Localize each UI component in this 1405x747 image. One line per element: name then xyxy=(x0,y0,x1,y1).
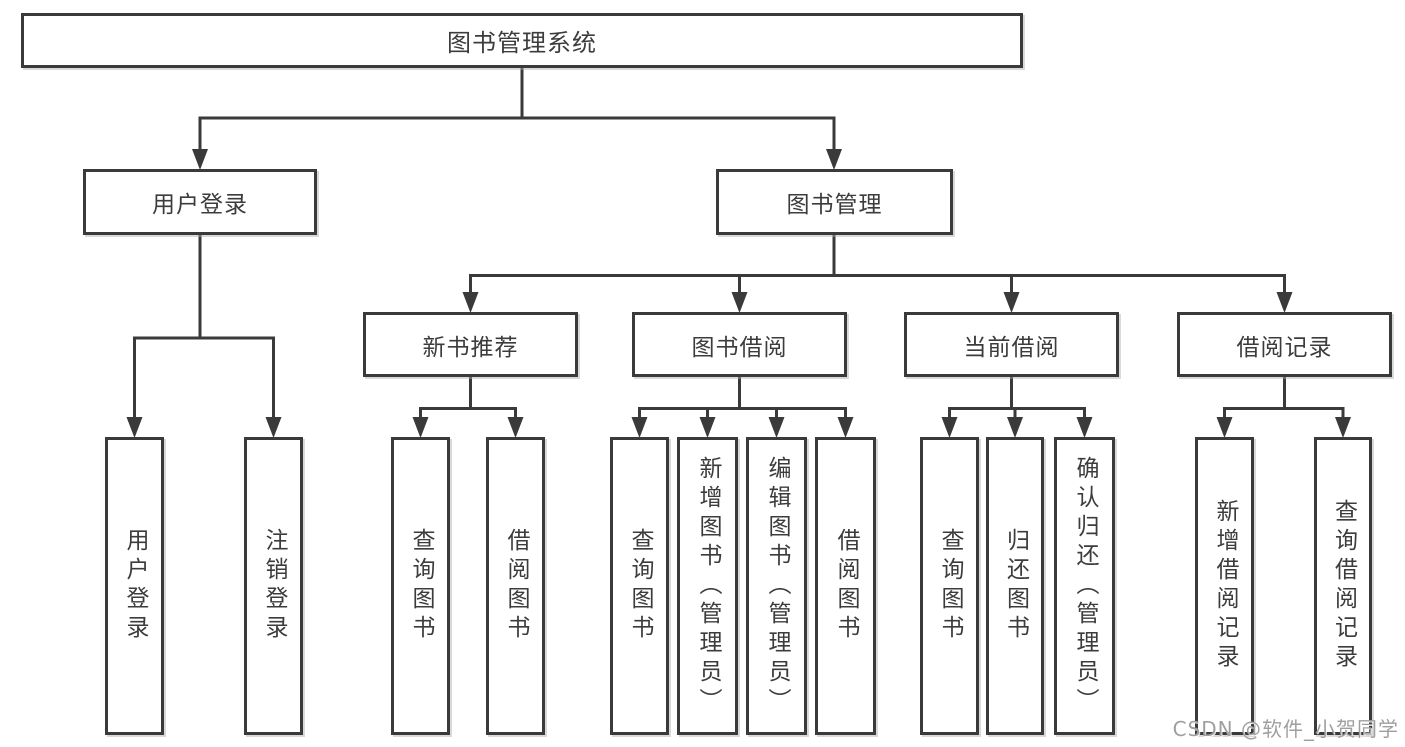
arrow-down-icon xyxy=(1335,417,1351,438)
arrow-down-icon xyxy=(412,417,429,438)
leaf-logout-label: 注销登录 xyxy=(261,528,287,644)
node-user-login-label: 用户登录 xyxy=(152,192,248,218)
node-new-book-recommendation-label: 新书推荐 xyxy=(422,334,519,361)
node-root-label: 图书管理系统 xyxy=(447,29,597,57)
leaf-user-login-label: 用户登录 xyxy=(122,528,148,644)
node-book-borrowing-label: 图书借阅 xyxy=(691,334,788,361)
leaf-confirm-return-admin-label: 确认归还（管理员） xyxy=(1072,455,1098,717)
leaf-borrow-books-borrowing-label: 借阅图书 xyxy=(833,528,859,644)
arrow-down-icon xyxy=(265,417,282,438)
connector-current-to-leaves xyxy=(948,377,1086,418)
node-book-management-label: 图书管理 xyxy=(786,192,883,218)
arrow-down-icon xyxy=(507,417,524,438)
arrow-down-icon xyxy=(768,417,785,438)
connector-bookmgmt-to-level3 xyxy=(469,235,1286,293)
arrow-down-icon xyxy=(699,417,716,438)
node-current-borrowing-label: 当前借阅 xyxy=(963,334,1060,361)
arrow-down-icon xyxy=(731,292,748,313)
arrow-down-icon xyxy=(826,149,842,170)
arrow-down-icon xyxy=(631,417,648,438)
watermark: CSDN @软件_小贺同学 xyxy=(1172,717,1399,741)
leaf-query-borrow-record-label: 查询借阅记录 xyxy=(1330,499,1357,673)
arrow-down-icon xyxy=(1076,417,1093,438)
node-borrowing-records-label: 借阅记录 xyxy=(1236,334,1333,361)
node-current-borrowing: 当前借阅 xyxy=(904,312,1119,377)
leaf-query-books-borrowing: 查询图书 xyxy=(610,437,669,735)
arrow-down-icon xyxy=(1003,292,1020,313)
leaf-add-borrow-record-label: 新增借阅记录 xyxy=(1212,499,1238,673)
leaf-return-books-label: 归还图书 xyxy=(1002,528,1029,644)
arrow-down-icon xyxy=(462,292,479,313)
leaf-query-borrow-record: 查询借阅记录 xyxy=(1314,437,1372,735)
connector-userlogin-to-leaves xyxy=(133,235,275,418)
leaf-edit-books-admin-label: 编辑图书（管理员） xyxy=(764,455,790,717)
node-book-management: 图书管理 xyxy=(716,169,953,235)
leaf-edit-books-admin: 编辑图书（管理员） xyxy=(746,437,807,735)
leaf-add-borrow-record: 新增借阅记录 xyxy=(1195,437,1254,735)
leaf-return-books: 归还图书 xyxy=(986,437,1044,735)
arrow-down-icon xyxy=(1216,417,1233,438)
leaf-logout: 注销登录 xyxy=(244,437,303,735)
node-borrowing-records: 借阅记录 xyxy=(1177,312,1392,377)
connector-recommend-to-leaves xyxy=(419,377,517,418)
leaf-borrow-books-borrowing: 借阅图书 xyxy=(815,437,876,735)
leaf-confirm-return-admin: 确认归还（管理员） xyxy=(1054,437,1115,735)
arrow-down-icon xyxy=(837,417,854,438)
arrow-down-icon xyxy=(1276,292,1293,313)
leaf-user-login: 用户登录 xyxy=(105,437,164,735)
connector-records-to-leaves xyxy=(1223,377,1345,418)
node-new-book-recommendation: 新书推荐 xyxy=(363,312,578,377)
node-root: 图书管理系统 xyxy=(21,13,1023,68)
leaf-borrow-books-recommend: 借阅图书 xyxy=(486,437,545,735)
arrow-down-icon xyxy=(1007,417,1023,438)
arrow-down-icon xyxy=(126,417,143,438)
leaf-query-books-recommend: 查询图书 xyxy=(391,437,450,735)
node-user-login: 用户登录 xyxy=(83,169,317,235)
connector-borrowing-to-leaves xyxy=(638,377,847,418)
arrow-down-icon xyxy=(941,417,958,438)
leaf-query-books-borrowing-label: 查询图书 xyxy=(627,528,653,644)
leaf-borrow-books-recommend-label: 借阅图书 xyxy=(503,528,529,644)
leaf-query-books-recommend-label: 查询图书 xyxy=(408,528,434,644)
leaf-query-books-current-label: 查询图书 xyxy=(937,528,963,644)
leaf-add-books-admin-label: 新增图书（管理员） xyxy=(695,455,721,717)
arrow-down-icon xyxy=(192,149,208,170)
leaf-add-books-admin: 新增图书（管理员） xyxy=(677,437,738,735)
connector-root-to-level2 xyxy=(198,68,836,150)
leaf-query-books-current: 查询图书 xyxy=(920,437,979,735)
node-book-borrowing: 图书借阅 xyxy=(632,312,847,377)
arrow-heads xyxy=(126,149,1351,438)
